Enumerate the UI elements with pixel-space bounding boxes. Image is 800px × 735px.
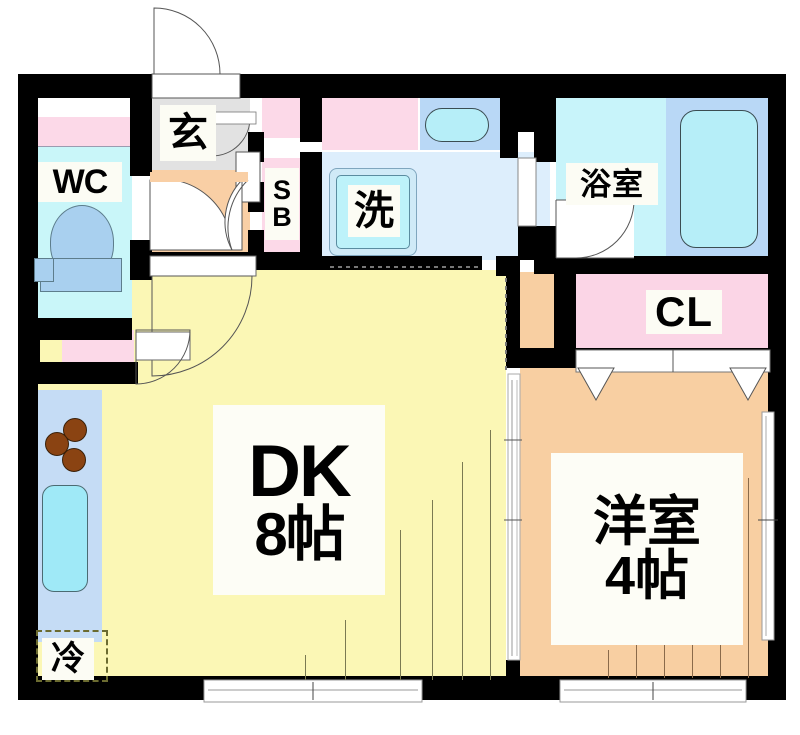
dk-floor-line-6 (305, 655, 306, 680)
room-floor-line-4 (720, 620, 721, 678)
dk-door-icon (151, 275, 253, 377)
room-floor-line-1 (636, 620, 637, 678)
dk-room-threshold (505, 278, 507, 374)
bathroom-door-icon (556, 199, 635, 259)
genkan-door-frame (211, 111, 257, 125)
label-fridge: 冷 (42, 638, 94, 680)
room-floor-line-3 (692, 620, 693, 678)
fridge-icon (36, 630, 108, 682)
wall-wc-bottom (18, 318, 132, 340)
wall-closet-left (554, 272, 576, 352)
washer-text: 洗 (354, 189, 394, 233)
wall-room-left (506, 256, 520, 366)
closet-text: CL (655, 288, 713, 335)
bathroom-door-frame (517, 157, 537, 227)
label-wc: WC (38, 162, 122, 202)
burner-3 (62, 448, 86, 472)
wall-washroom-right (500, 96, 518, 158)
fridge-text: 冷 (51, 640, 85, 678)
wall-room-left-lower (506, 660, 520, 700)
bathtub-icon (680, 110, 758, 248)
dk-floor-line-2 (432, 500, 433, 680)
room-floor-line-2 (664, 620, 665, 678)
wc-text: WC (52, 163, 109, 201)
room-size-text: 4帖 (604, 546, 690, 606)
label-shoebox: S B (265, 168, 299, 240)
label-closet: CL (646, 290, 722, 334)
entrance-door-leaf (151, 73, 241, 99)
wall-bathroom-left2 (518, 226, 556, 260)
genkan-threshold (150, 172, 248, 182)
room-east-window (761, 411, 775, 641)
label-washitsu: 洋室 4帖 (551, 453, 743, 645)
wall-bathroom-bottom (534, 256, 782, 274)
wall-sb-right (300, 96, 322, 142)
wall-dk-right-top (496, 256, 520, 276)
room-name-text: 洋室 (593, 492, 701, 552)
label-washer: 洗 (348, 185, 400, 237)
label-genkan: 玄 (160, 105, 216, 161)
wall-sb-bottom (248, 252, 322, 270)
wall-wc-right (130, 96, 152, 176)
wall-top (18, 74, 782, 98)
wall-closet-right (768, 258, 786, 368)
room-floor-line-6 (608, 650, 609, 678)
bathroom-text: 浴室 (580, 166, 644, 202)
wc-shelf (28, 117, 132, 147)
washroom-threshold (330, 266, 480, 268)
entrance-door-icon (153, 7, 221, 75)
wall-bathroom-left (518, 96, 556, 132)
dk-floor-line-1 (400, 530, 401, 680)
dk-floor-line-4 (490, 430, 491, 680)
dk-floor-line-5 (345, 620, 346, 680)
closet-door-icon (577, 367, 615, 402)
dk-name-text: DK (248, 430, 351, 512)
dk-floor-line-3 (462, 462, 463, 680)
shoebox-text-2: B (272, 202, 292, 232)
entry-shelf-small (262, 98, 302, 138)
wall-kitchen-left (18, 318, 40, 384)
closet-door-fold-2 (729, 367, 767, 402)
basin-icon (425, 108, 489, 142)
wall-left (18, 74, 38, 700)
wall-kitchen-divider (18, 362, 138, 384)
genkan-text: 玄 (168, 111, 208, 155)
toilet-side-box (34, 258, 54, 282)
label-bathroom: 浴室 (566, 163, 658, 205)
washroom-counter (322, 98, 418, 150)
dk-size-text: 8帖 (254, 501, 345, 569)
room-sliding-door (507, 373, 521, 661)
wc-door-icon (135, 329, 191, 385)
hall-arc (227, 179, 249, 251)
sink-icon (42, 485, 88, 592)
wall-hall-right2 (248, 230, 264, 256)
dk-door-leaf (149, 255, 257, 277)
room-floor-line-5 (748, 478, 749, 678)
wc-door-leaf (135, 331, 191, 361)
label-dk: DK 8帖 (213, 405, 385, 595)
shoebox-text-1: S (272, 175, 291, 205)
wall-sb-right2 (300, 152, 322, 256)
room-entry-strip (518, 272, 554, 350)
